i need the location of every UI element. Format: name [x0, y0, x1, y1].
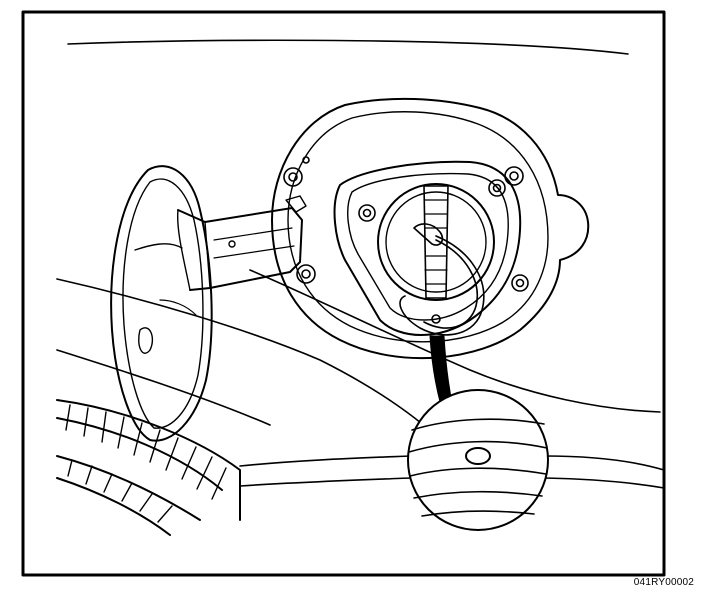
fuel-filler-neck-housing — [272, 99, 588, 358]
tether-retainer-hole — [466, 448, 490, 464]
figure-frame — [23, 12, 664, 575]
figure-code: 041RY00002 — [633, 577, 694, 588]
rear-tire — [57, 400, 240, 535]
detail-magnifier-circle — [408, 390, 548, 530]
fuel-cap — [378, 184, 494, 300]
fuel-filler-door — [111, 166, 212, 440]
mounting-screws — [284, 157, 528, 291]
door-hinge — [178, 196, 306, 290]
cap-tether — [400, 236, 484, 335]
